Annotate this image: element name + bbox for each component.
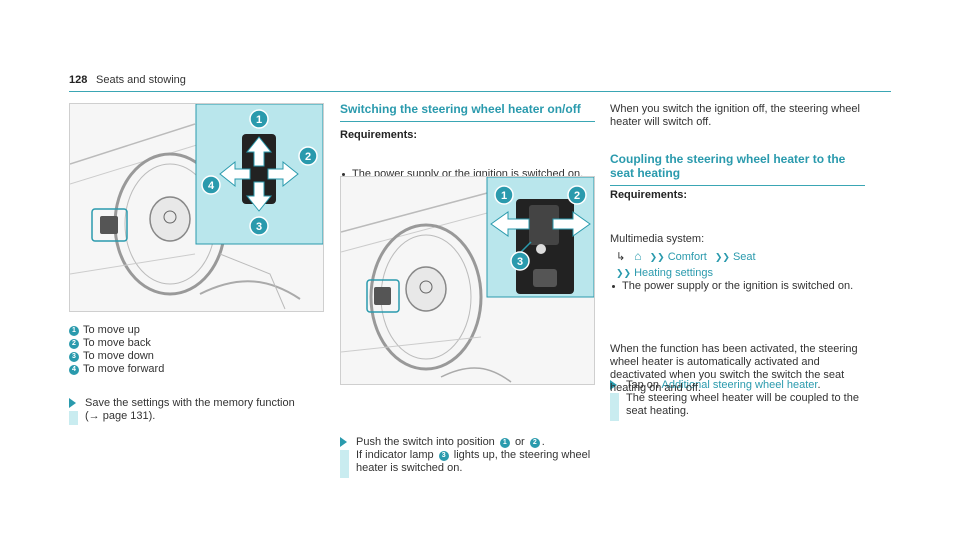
requirement-item: The power supply or the ignition is swit…	[610, 280, 872, 293]
section-title: Seats and stowing	[96, 74, 186, 86]
step-highlight-bar	[610, 393, 619, 421]
svg-text:3: 3	[517, 256, 523, 268]
page-reference-link[interactable]: (→ page 131).	[85, 410, 156, 422]
step-arrow-icon	[610, 380, 617, 390]
requirements-label: Requirements:	[340, 129, 418, 141]
figure-marker-2: 2	[567, 185, 587, 205]
intro-paragraph: When you switch the ignition off, the st…	[610, 103, 860, 128]
nav-heating-settings[interactable]: Heating settings	[634, 267, 713, 279]
svg-text:3: 3	[256, 221, 262, 233]
requirements-label: Requirements:	[610, 189, 688, 201]
svg-text:4: 4	[208, 180, 215, 192]
step-arrow-icon	[340, 437, 347, 447]
outro-paragraph: When the function has been activated, th…	[610, 343, 858, 394]
car-interior-illustration: 1 2 3 4	[70, 104, 323, 310]
heater-switch-figure: 1 2 3	[340, 176, 595, 385]
nav-comfort[interactable]: Comfort	[667, 251, 707, 263]
step-highlight-bar	[340, 450, 349, 478]
heading-coupling: Coupling the steering wheel heater to th…	[610, 152, 865, 186]
svg-text:2: 2	[305, 151, 311, 163]
svg-text:1: 1	[501, 190, 507, 202]
home-icon[interactable]: ⌂	[634, 249, 642, 263]
figure-marker-2: 2	[298, 146, 318, 166]
additional-heater-link[interactable]: Additional steering wheel heater	[661, 379, 818, 391]
chevron-right-icon: ❯❯	[616, 268, 632, 278]
page-number: 128	[69, 74, 88, 86]
page-header-rule	[69, 71, 891, 92]
enter-arrow-icon: ↳	[616, 251, 626, 263]
nav-path: ↳ ⌂ ❯❯Comfort ❯❯Seat ❯❯Heating settings	[616, 250, 866, 280]
chevron-right-icon: ❯❯	[714, 252, 730, 262]
step-highlight-bar	[69, 411, 78, 425]
seat-adjust-figure: 1 2 3 4	[69, 103, 324, 312]
step-arrow-icon	[69, 398, 76, 408]
multimedia-label: Multimedia system:	[610, 233, 705, 245]
figure-marker-3: 3	[249, 216, 269, 236]
push-switch-step: Push the switch into position 1 or 2. If…	[340, 436, 611, 478]
nav-seat[interactable]: Seat	[732, 251, 756, 263]
svg-text:1: 1	[256, 114, 262, 126]
figure-marker-1: 1	[249, 109, 269, 129]
tap-step: Tap on Additional steering wheel heater.…	[610, 379, 881, 421]
svg-text:2: 2	[574, 190, 580, 202]
steering-heater-illustration: 1 2 3	[341, 177, 594, 383]
chevron-right-icon: ❯❯	[649, 252, 665, 262]
figure-marker-1: 1	[494, 185, 514, 205]
figure-marker-3: 3	[510, 251, 530, 271]
heading-switching: Switching the steering wheel heater on/o…	[340, 102, 595, 122]
figure-marker-4: 4	[201, 175, 221, 195]
memory-step: Save the settings with the memory functi…	[69, 397, 338, 425]
